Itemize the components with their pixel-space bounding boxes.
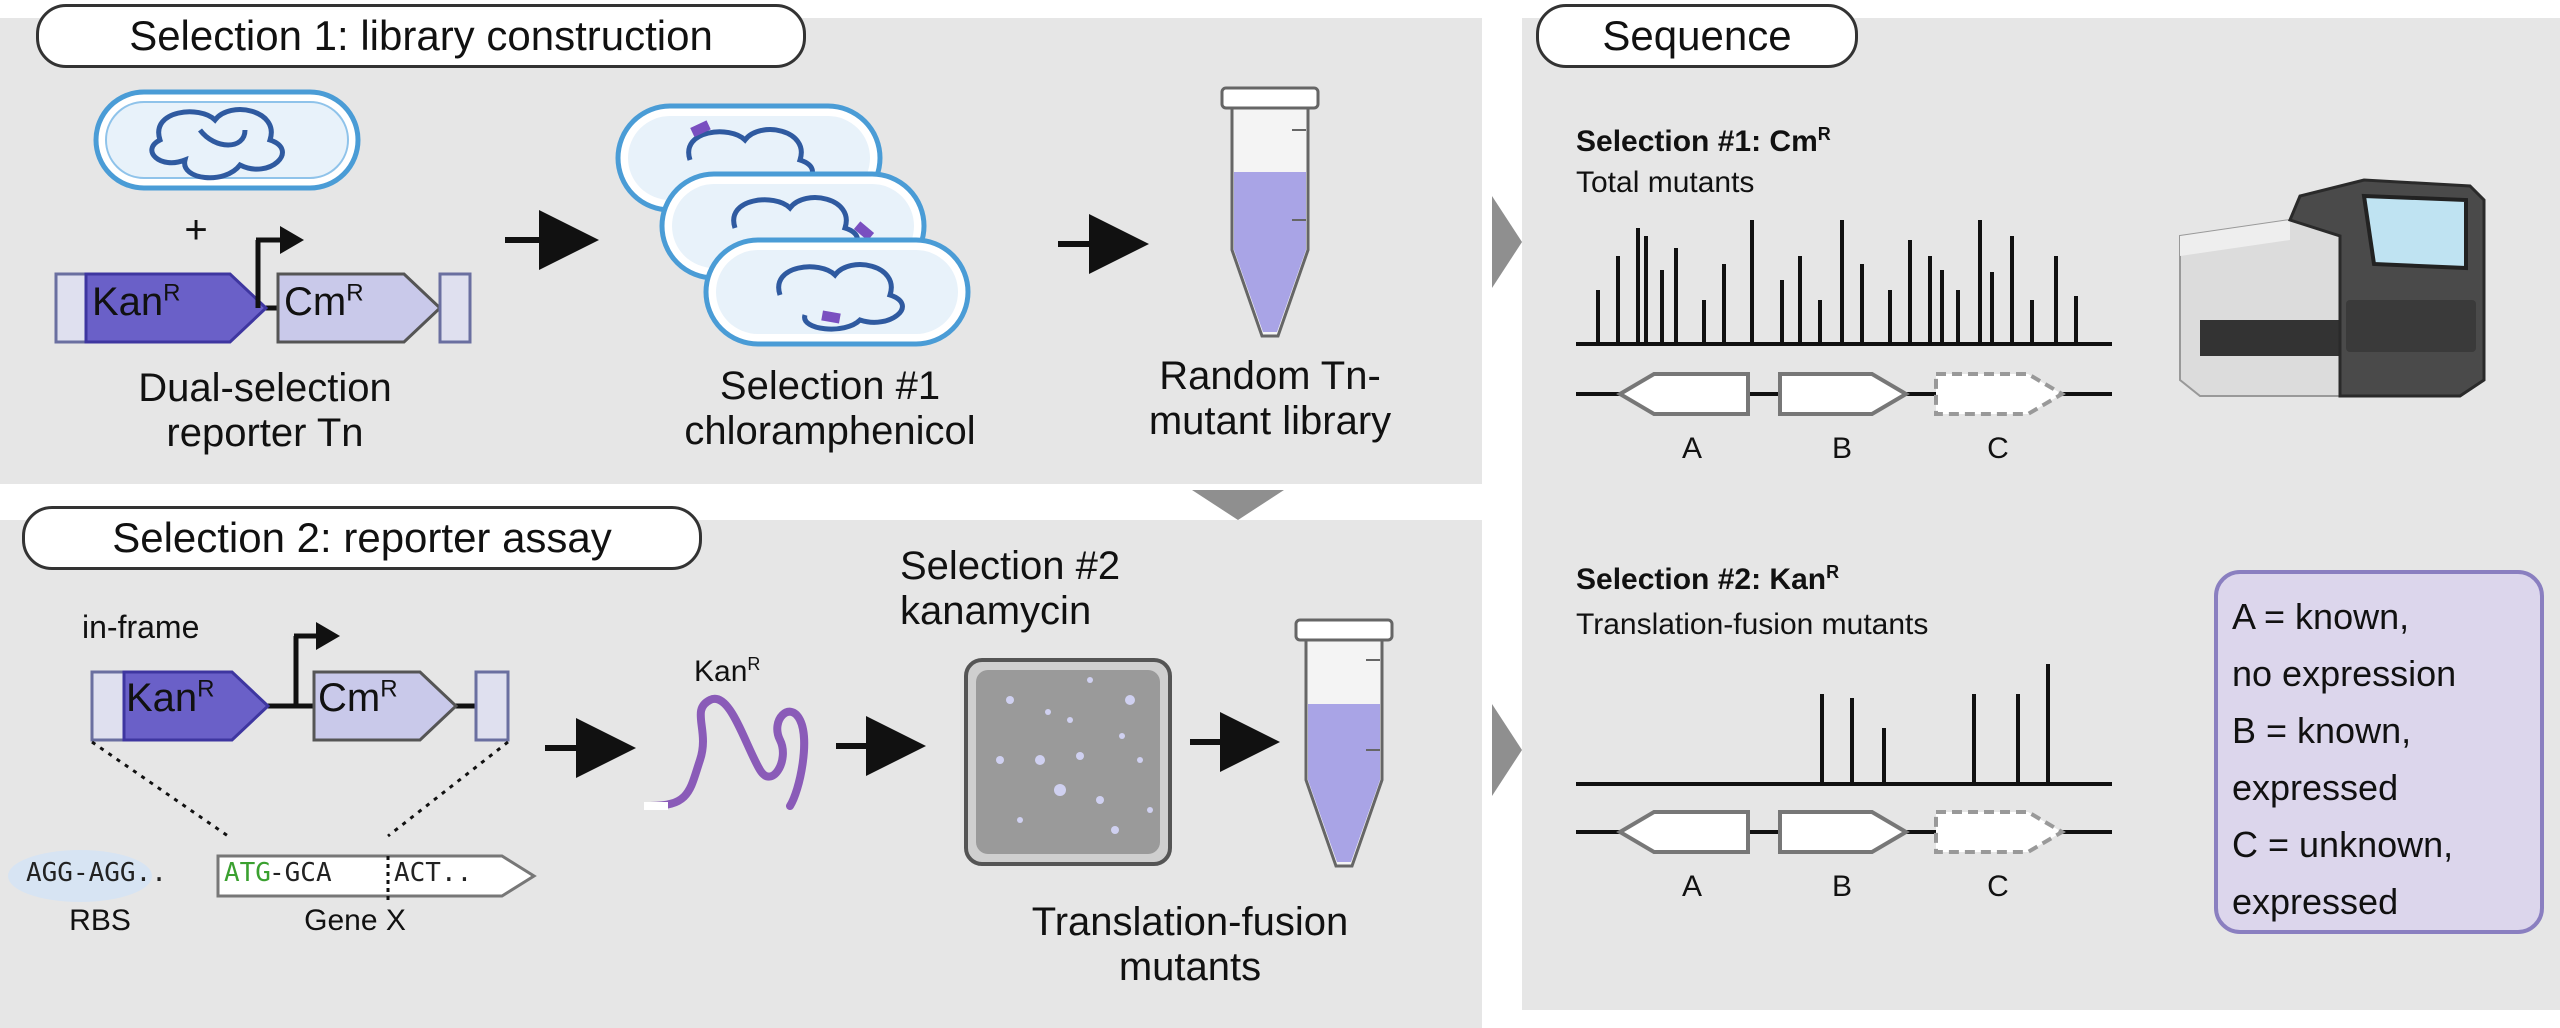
kanr-protein-text: Kan — [694, 655, 748, 688]
gene-x-label: Gene X — [304, 904, 406, 937]
kan-text: Kan — [92, 280, 164, 324]
gene-b-label-2: B — [1831, 870, 1852, 903]
legend-line: no expression — [2232, 653, 2457, 694]
sel1-seq-subtitle: Total mutants — [1576, 166, 1755, 199]
sel2-seq-subtitle: Translation-fusion mutants — [1576, 608, 1929, 641]
sequence-title: Sequence — [1536, 4, 1858, 68]
cm-superscript-2: R — [380, 675, 398, 703]
gene-map-2 — [1576, 810, 2112, 854]
in-frame-label: in-frame — [82, 609, 200, 645]
kan-protein-icon — [646, 694, 809, 810]
kan-text-2: Kan — [126, 676, 198, 720]
tube-icon — [1220, 86, 1320, 338]
right-arrow-icon — [1492, 704, 1522, 796]
reporter-tn-label: Dual-selection reporter Tn — [60, 366, 470, 456]
selection1-cm-label: Selection #1 chloramphenicol — [620, 364, 1040, 454]
sequencer-icon — [2179, 178, 2486, 398]
sel1-seq-title-sup: R — [1817, 124, 1831, 144]
gene-x-arrow — [216, 854, 537, 898]
cm-text: Cm — [284, 280, 347, 324]
legend-line: expressed — [2232, 767, 2399, 808]
atg-codon: ATG — [224, 858, 271, 888]
kanr-protein-superscript: R — [747, 654, 761, 674]
selection2-peaks — [1576, 664, 2112, 786]
selection2-title: Selection 2: reporter assay — [22, 506, 702, 570]
library-label: Random Tn- mutant library — [1120, 354, 1420, 444]
cmr-gene-label-2: CmR — [318, 676, 448, 721]
reporter-tn-label-line2: reporter Tn — [166, 410, 364, 455]
kanr-gene-label-2: KanR — [126, 676, 266, 721]
sel1-seq-title: Selection #1: CmR — [1576, 124, 1831, 159]
cmr-gene-label: CmR — [284, 280, 414, 325]
selection1-peaks — [1576, 220, 2112, 346]
sel2-seq-title: Selection #2: KanR — [1576, 562, 1839, 597]
sel2-seq-title-text: Selection #2: Kan — [1576, 563, 1827, 596]
petri-plate-icon — [964, 658, 1172, 866]
tube-icon — [1294, 618, 1394, 868]
right-arrow-icon — [1492, 196, 1522, 288]
legend-box: A = known, no expression B = known, expr… — [2214, 570, 2544, 934]
rbs-sequence: AGG-AGG.. — [26, 858, 167, 888]
library-label-line2: mutant library — [1148, 398, 1392, 443]
rbs-label: RBS — [69, 904, 131, 937]
translation-fusion-label: Translation-fusion mutants — [960, 900, 1420, 990]
library-label-line1: Random Tn- — [1159, 354, 1381, 398]
reporter-tn-construct — [54, 226, 472, 344]
selection2-label-line2: kanamycin — [900, 588, 1092, 633]
selection1-title: Selection 1: library construction — [36, 4, 806, 68]
legend-line: expressed — [2232, 881, 2399, 922]
legend-line: C = unknown, — [2232, 824, 2454, 865]
selection1-label-line2: chloramphenicol — [684, 408, 976, 453]
selected-cells-icon — [615, 103, 971, 347]
gca-codon: -GCA — [269, 858, 332, 888]
gene-c-label-2: C — [1987, 870, 2009, 903]
sel1-seq-title-text: Selection #1: Cm — [1576, 125, 1818, 158]
act-codon: ACT.. — [394, 858, 473, 888]
selection2-panel — [0, 520, 1482, 1028]
gene-b-label: B — [1831, 432, 1852, 465]
plus-sign: + — [184, 208, 208, 252]
selection2-kan-label: Selection #2 kanamycin — [900, 544, 1320, 634]
kan-superscript-2: R — [197, 675, 215, 703]
bacterium-icon — [93, 89, 361, 191]
kan-superscript: R — [163, 279, 181, 307]
selection2-label-line1: Selection #2 — [900, 544, 1121, 588]
gene-c-label: C — [1987, 432, 2009, 465]
sel2-seq-title-sup: R — [1826, 562, 1840, 582]
down-arrow-icon — [1192, 490, 1284, 520]
kanr-protein-label: KanR — [694, 654, 794, 689]
legend-line: B = known, — [2232, 710, 2412, 751]
reporter-tn-label-line1: Dual-selection — [138, 366, 392, 410]
cm-text-2: Cm — [318, 676, 381, 720]
legend-line: A = known, — [2232, 596, 2410, 637]
cm-superscript: R — [346, 279, 364, 307]
selection1-label-line1: Selection #1 — [719, 364, 941, 408]
gene-a-label: A — [1681, 432, 1702, 465]
gene-map-1 — [1576, 372, 2112, 416]
gene-a-label-2: A — [1681, 870, 1702, 903]
kanr-gene-label: KanR — [92, 280, 242, 325]
result-label-line2: mutants — [1118, 944, 1262, 989]
inframe-construct — [90, 622, 510, 838]
result-label-line1: Translation-fusion — [1031, 900, 1349, 944]
